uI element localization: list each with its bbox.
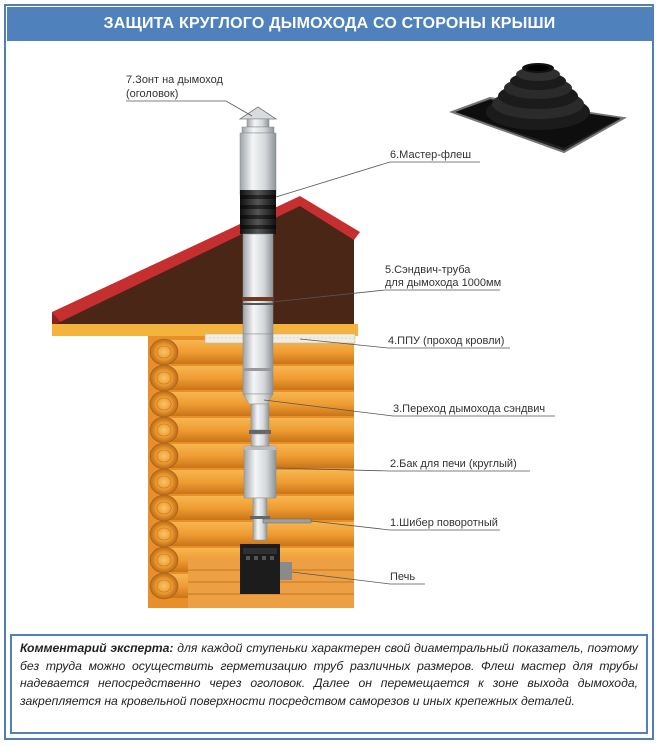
log-ring <box>156 423 172 437</box>
label-ppu: 4.ППУ (проход кровли) <box>388 335 504 347</box>
label-tank: 2.Бак для печи (круглый) <box>390 458 517 470</box>
log-end <box>149 468 179 496</box>
log-end <box>149 364 179 392</box>
page-title: ЗАЩИТА КРУГЛОГО ДЫМОХОДА СО СТОРОНЫ КРЫШ… <box>7 7 652 41</box>
log-ring <box>156 553 172 567</box>
stove <box>240 544 292 594</box>
label-master-flash: 6.Мастер-флеш <box>390 149 471 161</box>
chimney-diagram: 7.Зонт на дымоход (оголовок) 6.Мастер-фл… <box>52 63 628 608</box>
chimney-pipe <box>238 106 312 541</box>
log-end <box>149 546 179 574</box>
log-ring <box>156 579 172 593</box>
expert-comment-text: для каждой ступеньки характерен свой диа… <box>20 641 638 708</box>
roof <box>52 196 360 344</box>
log-end <box>149 494 179 522</box>
label-chimney-cap-line2: (оголовок) <box>126 88 178 100</box>
log-end <box>149 520 179 548</box>
log-ring <box>156 345 172 359</box>
log-ring <box>156 475 172 489</box>
log-ring <box>156 397 172 411</box>
label-stove: Печь <box>390 571 415 583</box>
damper-handle <box>262 518 312 524</box>
master-flash-photo <box>449 63 628 154</box>
label-transition: 3.Переход дымохода сэндвич <box>393 403 545 415</box>
log-end <box>149 442 179 470</box>
expert-comment-lead: Комментарий эксперта: <box>20 641 174 655</box>
log-ring <box>156 371 172 385</box>
label-damper: 1.Шибер поворотный <box>390 517 498 529</box>
chimney-cap <box>238 106 278 120</box>
stove-tank <box>243 445 277 499</box>
log-end <box>149 572 179 600</box>
expert-comment: Комментарий эксперта: для каждой ступень… <box>10 634 648 734</box>
label-sandwich-pipe-line2: для дымохода 1000мм <box>385 277 501 289</box>
log-end <box>149 390 179 418</box>
log-ring <box>156 501 172 515</box>
log-end <box>149 416 179 444</box>
label-chimney-cap-line1: 7.Зонт на дымоход <box>126 74 223 86</box>
label-sandwich-pipe-line1: 5.Сэндвич-труба <box>385 264 471 276</box>
log-ring <box>156 449 172 463</box>
leader-lines <box>126 100 555 585</box>
master-flash <box>240 190 276 234</box>
log-end <box>149 338 179 366</box>
log-ring <box>156 527 172 541</box>
